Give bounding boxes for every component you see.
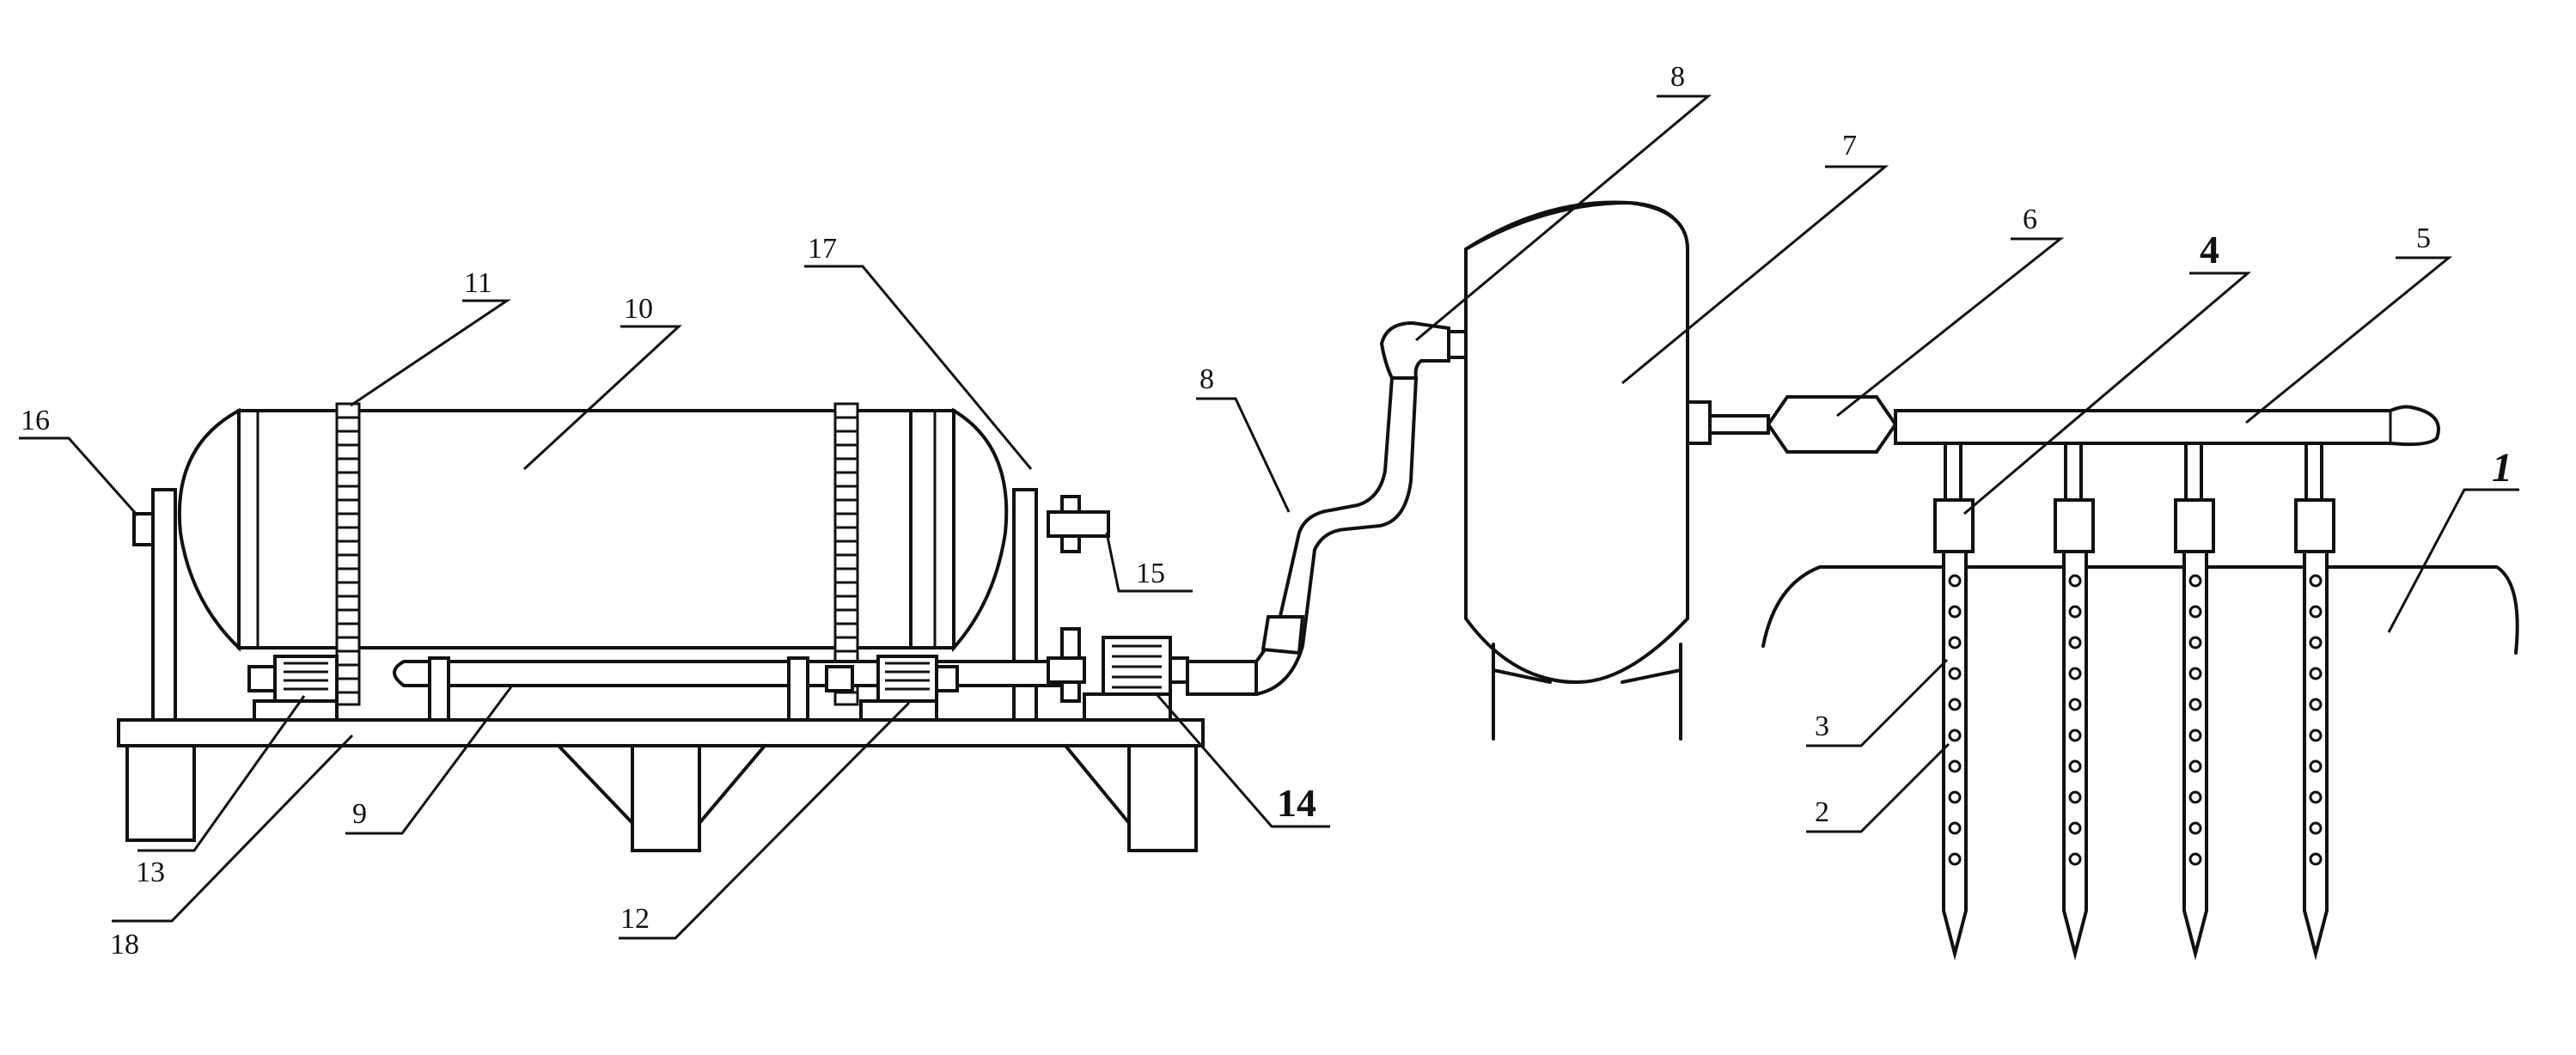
label-5: 5	[2416, 223, 2431, 254]
label-16: 16	[21, 405, 50, 436]
label-8-lower: 8	[1199, 363, 1214, 395]
label-12: 12	[620, 903, 650, 935]
injector-spike-1	[1933, 442, 1975, 960]
label-3: 3	[1815, 710, 1829, 742]
base-frame	[117, 718, 1205, 852]
label-15: 15	[1136, 558, 1165, 589]
label-4: 4	[2200, 228, 2219, 271]
injector-spike-4	[2294, 442, 2335, 960]
leader-lines	[19, 95, 2519, 940]
ring-gear-left	[335, 402, 361, 706]
ring-gear-right	[833, 402, 859, 706]
drive-shaft	[393, 656, 1067, 722]
label-9: 9	[352, 798, 367, 830]
connecting-pipe	[1186, 320, 1468, 696]
label-11: 11	[464, 267, 492, 299]
label-14: 14	[1277, 781, 1316, 825]
label-10: 10	[624, 293, 653, 325]
injector-spike-2	[2054, 442, 2095, 960]
ground-line	[1761, 565, 2519, 655]
label-6: 6	[2023, 204, 2037, 235]
label-2: 2	[1815, 796, 1829, 828]
manifold-pipe	[1894, 405, 2440, 447]
pump-motor-14	[1047, 636, 1189, 722]
label-18: 18	[110, 929, 139, 960]
injector-spike-3	[2174, 442, 2215, 960]
label-7: 7	[1842, 130, 1857, 162]
rotary-drum	[177, 407, 1009, 653]
reference-labels: 16 11 10 17 15 8 8 7 6 4 5 1 3 2 13 18 9…	[21, 61, 2512, 960]
motor-left	[247, 655, 339, 722]
storage-tank	[1464, 200, 1712, 741]
label-8-upper: 8	[1670, 61, 1685, 93]
label-17: 17	[808, 233, 837, 265]
valve-6	[1708, 395, 1898, 454]
motor-middle	[825, 655, 959, 722]
pulley-15	[1047, 495, 1110, 703]
label-13: 13	[136, 857, 165, 888]
label-1: 1	[2492, 445, 2512, 491]
